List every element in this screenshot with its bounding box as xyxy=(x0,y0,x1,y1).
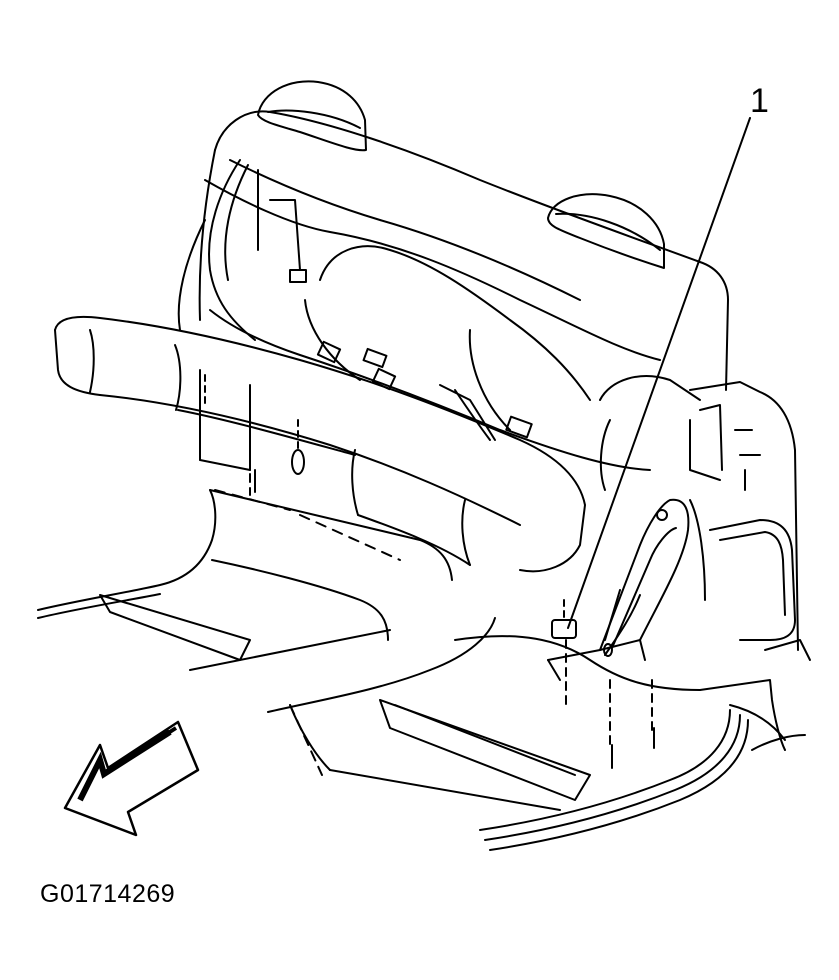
right-mounting-studs xyxy=(551,599,655,769)
seat-back xyxy=(198,110,729,491)
seat-cushion xyxy=(54,315,586,573)
right-seat-riser xyxy=(547,498,690,681)
left-mounting-studs xyxy=(204,374,305,496)
floor-left-section xyxy=(37,489,453,671)
left-headrest xyxy=(257,80,367,152)
right-side-panel xyxy=(689,381,811,751)
seat-belt-buckles xyxy=(316,340,533,441)
callout-1-leader-line xyxy=(567,117,751,629)
floor-right-section xyxy=(267,617,786,851)
right-headrest xyxy=(547,193,665,269)
belt-webbing xyxy=(177,159,256,341)
figure-code: G01714269 xyxy=(40,880,176,908)
callout-label-1: 1 xyxy=(750,82,769,120)
left-seat-frame xyxy=(199,169,307,471)
front-direction-arrow-icon xyxy=(63,720,200,837)
